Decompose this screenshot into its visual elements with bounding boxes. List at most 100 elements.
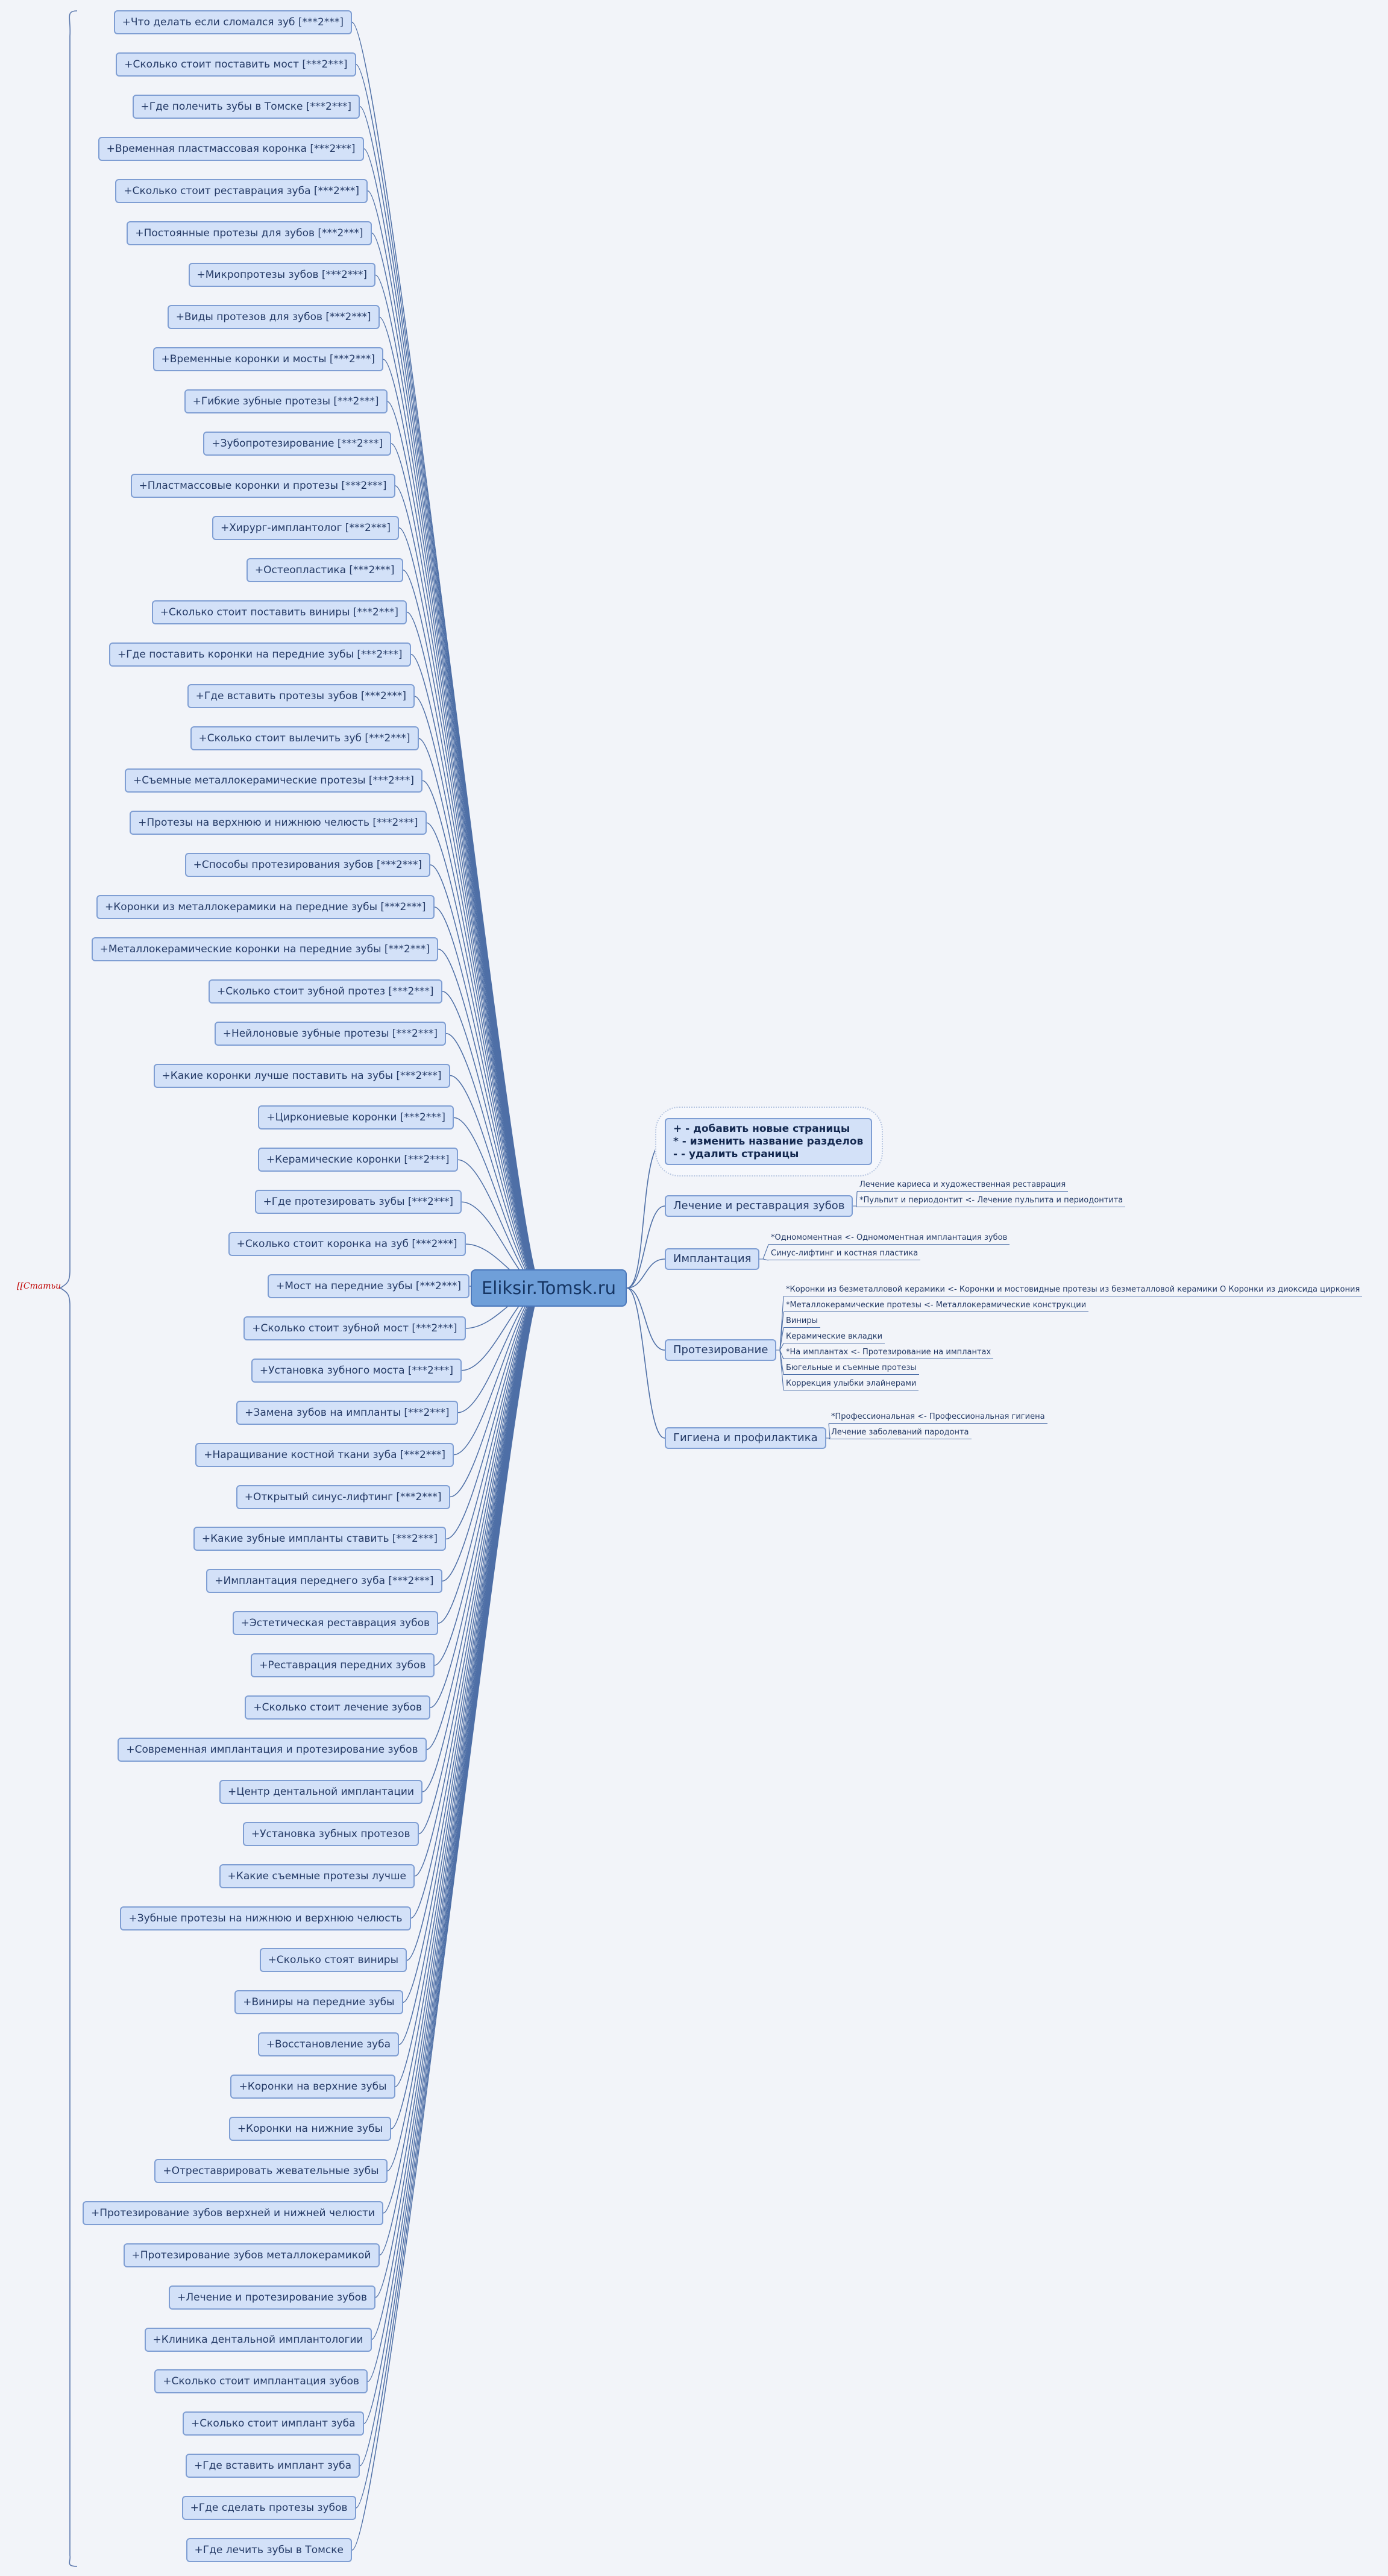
- left-topic-node[interactable]: +Какие коронки лучше поставить на зубы […: [153, 1063, 450, 1088]
- left-topic-node[interactable]: +Где протезировать зубы [***2***]: [254, 1190, 462, 1214]
- connector-line: [434, 1287, 542, 1666]
- left-topic-node[interactable]: +Реставрация передних зубов: [251, 1653, 435, 1678]
- left-topic-node[interactable]: +Циркониевые коронки [***2***]: [258, 1105, 454, 1130]
- left-topic-node[interactable]: +Сколько стоит зубной протез [***2***]: [209, 979, 442, 1004]
- left-topic-node[interactable]: +Отреставрировать жевательные зубы: [154, 2158, 388, 2183]
- connector-line: [430, 1287, 542, 1708]
- left-topic-node[interactable]: +Центр дентальной имплантации: [219, 1779, 422, 1804]
- left-topic-node[interactable]: +Сколько стоят виниры: [259, 1948, 407, 1973]
- left-root-label: [[Статьи: [17, 1281, 61, 1291]
- connector-line: [422, 780, 542, 1289]
- left-topic-node[interactable]: +Клиника дентальной имплантологии: [144, 2327, 372, 2352]
- left-topic-node[interactable]: +Протезирование зубов металлокерамикой: [123, 2243, 380, 2267]
- left-topic-node[interactable]: +Сколько стоит зубной мост [***2***]: [243, 1316, 466, 1340]
- left-topic-node[interactable]: +Металлокерамические коронки на передние…: [91, 937, 438, 961]
- left-topic-node[interactable]: +Наращивание костной ткани зуба [***2***…: [195, 1442, 454, 1467]
- left-topic-node[interactable]: +Виды протезов для зубов [***2***]: [167, 305, 380, 330]
- branch-leaf-item[interactable]: Синус-лифтинг и костная пластика: [768, 1248, 921, 1260]
- branch-leaf-item[interactable]: *Пульпит и периодонтит <- Лечение пульпи…: [857, 1195, 1126, 1207]
- connector-line: [759, 1258, 769, 1261]
- legend-box[interactable]: + - добавить новые страницы * - изменить…: [665, 1118, 872, 1165]
- left-topic-node[interactable]: +Какие съемные протезы лучше: [219, 1864, 415, 1888]
- left-topic-node[interactable]: +Коронки на верхние зубы: [230, 2075, 395, 2099]
- left-topic-node[interactable]: +Где сделать протезы зубов: [181, 2496, 356, 2521]
- connector-line: [626, 1258, 665, 1289]
- left-topic-node[interactable]: +Лечение и протезирование зубов: [169, 2285, 375, 2310]
- legend-line-rename: * - изменить название разделов: [673, 1136, 864, 1148]
- branch-leaf-item[interactable]: Коррекция улыбки элайнерами: [783, 1378, 919, 1390]
- left-topic-node[interactable]: +Замена зубов на импланты [***2***]: [236, 1400, 458, 1425]
- central-topic[interactable]: Eliksir.Tomsk.ru: [471, 1269, 627, 1307]
- left-topic-node[interactable]: +Восстановление зуба: [257, 2032, 399, 2057]
- left-topic-node[interactable]: +Мост на передние зубы [***2***]: [268, 1274, 469, 1298]
- left-topic-node[interactable]: +Где поставить коронки на передние зубы …: [108, 642, 411, 667]
- left-topic-node[interactable]: +Где лечить зубы в Томске: [186, 2538, 352, 2562]
- left-topic-node[interactable]: +Установка зубного моста [***2***]: [251, 1358, 462, 1383]
- left-topic-node[interactable]: +Способы протезирования зубов [***2***]: [184, 853, 430, 877]
- left-topic-node[interactable]: +Сколько стоит поставить виниры [***2***…: [151, 600, 407, 624]
- branch-leaf-item[interactable]: Керамические вкладки: [783, 1331, 885, 1343]
- connector-line: [626, 1287, 665, 1439]
- left-topic-node[interactable]: +Виниры на передние зубы: [234, 1990, 403, 2015]
- left-topic-node[interactable]: +Зубные протезы на нижнюю и верхнюю челю…: [120, 1906, 411, 1930]
- left-topic-node[interactable]: +Микропротезы зубов [***2***]: [188, 263, 375, 287]
- connector-line: [351, 1287, 542, 2551]
- branch-leaf-item[interactable]: *Одномоментная <- Одномоментная импланта…: [768, 1233, 1010, 1245]
- branch-leaf-item[interactable]: *На имплантах <- Протезирование на импла…: [783, 1347, 994, 1359]
- left-topic-node[interactable]: +Протезирование зубов верхней и нижней ч…: [82, 2201, 383, 2225]
- left-topic-node[interactable]: +Что делать если сломался зуб [***2***]: [113, 10, 352, 34]
- left-topic-node[interactable]: +Открытый синус-лифтинг [***2***]: [236, 1484, 450, 1509]
- connector-line: [853, 1205, 858, 1208]
- left-topic-node[interactable]: +Нейлоновые зубные протезы [***2***]: [214, 1021, 446, 1046]
- left-topic-node[interactable]: +Временная пластмассовая коронка [***2**…: [98, 136, 364, 161]
- left-topic-node[interactable]: +Где вставить протезы зубов [***2***]: [187, 684, 415, 709]
- right-branch-node[interactable]: Лечение и реставрация зубов: [665, 1195, 853, 1217]
- right-branch-node[interactable]: Протезирование: [665, 1339, 777, 1361]
- left-topic-node[interactable]: +Пластмассовые коронки и протезы [***2**…: [130, 473, 395, 498]
- left-topic-node[interactable]: +Сколько стоит коронка на зуб [***2***]: [228, 1232, 466, 1257]
- connector-line: [434, 906, 542, 1289]
- left-topic-node[interactable]: +Сколько стоит реставрация зуба [***2***…: [115, 178, 368, 203]
- connector-line: [410, 1287, 542, 1919]
- left-topic-node[interactable]: +Сколько стоит поставить мост [***2***]: [116, 52, 356, 77]
- left-topic-node[interactable]: +Зубопротезирование [***2***]: [203, 432, 391, 456]
- left-topic-node[interactable]: +Эстетическая реставрация зубов: [232, 1611, 438, 1636]
- left-topic-node[interactable]: +Какие зубные импланты ставить [***2***]: [193, 1527, 446, 1551]
- left-topic-node[interactable]: +Сколько стоит вылечить зуб [***2***]: [190, 726, 419, 751]
- left-topic-node[interactable]: +Сколько стоит имплант зуба: [183, 2411, 364, 2436]
- connector-line: [759, 1244, 769, 1260]
- branch-leaf-item[interactable]: *Профессиональная <- Профессиональная ги…: [829, 1412, 1047, 1424]
- left-topic-node[interactable]: +Где полечить зубы в Томске [***2***]: [132, 94, 360, 119]
- connector-line: [626, 1287, 665, 1351]
- left-topic-node[interactable]: +Современная имплантация и протезировани…: [118, 1737, 427, 1762]
- left-topic-node[interactable]: +Коронки на нижние зубы: [228, 2117, 391, 2141]
- connector-line: [403, 1287, 542, 2003]
- left-topic-node[interactable]: +Где вставить имплант зуба: [185, 2454, 360, 2478]
- branch-leaf-item[interactable]: Бюгельные и съемные протезы: [783, 1363, 919, 1375]
- left-topic-node[interactable]: +Коронки из металлокерамики на передние …: [96, 894, 435, 919]
- right-branch-node[interactable]: Имплантация: [665, 1248, 760, 1270]
- connector-line: [626, 1205, 665, 1289]
- left-topic-node[interactable]: +Временные коронки и мосты [***2***]: [152, 347, 383, 372]
- left-topic-node[interactable]: +Имплантация переднего зуба [***2***]: [206, 1569, 442, 1594]
- left-topic-node[interactable]: +Хирург-имплантолог [***2***]: [212, 515, 399, 540]
- branch-leaf-item[interactable]: Лечение заболеваний пародонта: [829, 1427, 972, 1439]
- branch-leaf-item[interactable]: *Металлокерамические протезы <- Металлок…: [783, 1300, 1089, 1312]
- left-topic-node[interactable]: +Съемные металлокерамические протезы [**…: [125, 768, 422, 793]
- right-branch-node[interactable]: Гигиена и профилактика: [665, 1427, 826, 1449]
- connector-line: [59, 10, 78, 2567]
- branch-leaf-item[interactable]: Виниры: [783, 1316, 820, 1328]
- branch-leaf-item[interactable]: *Коронки из безметалловой керамики <- Ко…: [783, 1284, 1363, 1296]
- left-topic-node[interactable]: +Установка зубных протезов: [242, 1821, 419, 1846]
- connector-line: [853, 1191, 858, 1207]
- left-topic-node[interactable]: +Постоянные протезы для зубов [***2***]: [127, 221, 372, 245]
- left-topic-node[interactable]: +Гибкие зубные протезы [***2***]: [184, 389, 388, 414]
- left-topic-node[interactable]: +Протезы на верхнюю и нижнюю челюсть [**…: [130, 811, 427, 835]
- left-topic-node[interactable]: +Сколько стоит лечение зубов: [245, 1695, 430, 1720]
- left-topic-node[interactable]: +Сколько стоит имплантация зубов: [154, 2369, 368, 2394]
- left-topic-node[interactable]: +Остеопластика [***2***]: [246, 558, 403, 582]
- left-topic-node[interactable]: +Керамические коронки [***2***]: [257, 1148, 458, 1172]
- legend-line-add: + - добавить новые страницы: [673, 1123, 850, 1135]
- branch-leaf-item[interactable]: Лечение кариеса и художественная реставр…: [857, 1180, 1069, 1192]
